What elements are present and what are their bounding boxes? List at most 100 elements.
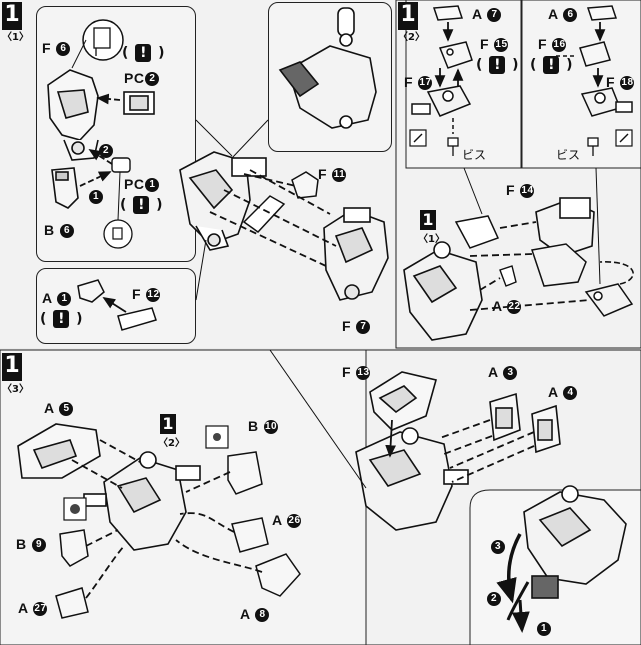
- part-b10-drawing: [227, 451, 263, 495]
- part-number-badge: 8: [255, 608, 270, 623]
- substep-label: 〈1〉: [2, 32, 29, 43]
- label-f6: F 6: [42, 40, 71, 57]
- part-blade-drawing: [242, 195, 286, 233]
- part-shoulder-right-drawing: [584, 283, 634, 317]
- label-f13: F 13: [342, 364, 371, 381]
- substep-label: 〈3〉: [2, 384, 29, 395]
- label-b9: B 9: [16, 536, 47, 553]
- torso-back-drawing: [355, 427, 469, 531]
- part-number-badge: 6: [60, 224, 75, 239]
- part-number-badge: 4: [563, 386, 578, 401]
- substep-label: 〈2〉: [398, 32, 425, 43]
- part-number-badge: 13: [356, 366, 371, 381]
- warning-icon: !: [135, 44, 152, 62]
- part-number-badge: 18: [620, 76, 635, 91]
- label-a4: A 4: [548, 384, 578, 401]
- part-f13-drawing: [369, 371, 437, 431]
- label-f11: F 11: [318, 166, 347, 183]
- part-a6-drawing: [586, 5, 618, 21]
- part-number-badge: 1: [145, 178, 160, 193]
- screw-label-left: ビス: [462, 148, 487, 162]
- part-number-badge: 10: [264, 420, 279, 435]
- part-number-badge: 5: [59, 402, 74, 417]
- step-number: 1: [2, 353, 22, 381]
- part-number-badge: 6: [56, 42, 71, 57]
- warning-icon: !: [489, 56, 506, 74]
- part-number-badge: 1: [57, 292, 72, 307]
- part-number-badge: 7: [487, 8, 502, 23]
- label-a7: A 7: [472, 6, 502, 23]
- part-a5-drawing: [17, 423, 101, 479]
- part-a3-drawing: [489, 392, 521, 442]
- label-b10: B 10: [248, 418, 279, 435]
- label-f14: F 14: [506, 182, 535, 199]
- part-number-badge: 27: [33, 602, 48, 617]
- final-assembly-drawing: [523, 485, 627, 599]
- part-a1-drawing: [77, 279, 105, 303]
- label-f17: F 17: [404, 74, 433, 91]
- part-number-badge: 15: [494, 38, 509, 53]
- screw-label-right: ビス: [556, 148, 581, 162]
- part-b9-drawing: [59, 529, 89, 567]
- part-a22-drawing: [499, 265, 517, 287]
- label-a8: A 8: [240, 606, 270, 623]
- part-number-badge: 6: [563, 8, 578, 23]
- part-a7-drawing: [432, 5, 464, 21]
- part-shoulder-left-drawing: [454, 215, 500, 249]
- step-number: 1: [2, 2, 22, 30]
- order-marker-1: 1: [536, 620, 551, 637]
- part-f12-drawing: [117, 307, 157, 331]
- inset-substep-label: 〈1〉: [418, 234, 445, 245]
- part-number-badge: 12: [146, 288, 161, 303]
- part-f17-drawing: [411, 85, 472, 117]
- part-number-badge: 16: [552, 38, 567, 53]
- hip-detail-drawing: [278, 7, 377, 129]
- label-a5: A 5: [44, 400, 74, 417]
- torso-front-drawing: [83, 451, 201, 551]
- screw-left-drawing: [447, 137, 459, 156]
- part-a4-drawing: [531, 404, 561, 454]
- warning-icon: !: [543, 56, 560, 74]
- label-f15: F 15: [480, 36, 509, 53]
- label-a27: A 27: [18, 600, 48, 617]
- part-b6-drawing: [51, 167, 79, 209]
- warning-notice: ( ! ): [476, 56, 519, 74]
- part-a26-drawing: [231, 517, 269, 553]
- part-back-drawing: [531, 243, 587, 287]
- label-a6: A 6: [548, 6, 578, 23]
- torso-assembly-drawing: [403, 241, 483, 341]
- part-a27-drawing: [55, 587, 89, 619]
- order-marker-1: 1: [88, 188, 103, 205]
- part-number-badge: 7: [356, 320, 371, 335]
- step-number: 1: [398, 2, 418, 30]
- warning-notice: ( ! ): [40, 310, 83, 328]
- order-marker-2: 2: [98, 142, 113, 159]
- inset-substep-label: 〈2〉: [158, 438, 185, 449]
- label-a26: A 26: [272, 512, 302, 529]
- part-a8-drawing: [255, 553, 301, 597]
- part-number-badge: 9: [32, 538, 47, 553]
- part-f15-drawing: [438, 41, 473, 69]
- label-f7: F 7: [342, 318, 371, 335]
- warning-notice: ( ! ): [530, 56, 573, 74]
- part-number-badge: 14: [520, 184, 535, 199]
- part-number-badge: 11: [332, 168, 347, 183]
- part-f11-drawing: [291, 171, 319, 199]
- part-f6-drawing: [47, 69, 99, 161]
- warning-notice: ( ! ): [122, 44, 165, 62]
- order-marker-2: 2: [486, 590, 501, 607]
- part-f18-drawing: [580, 87, 633, 117]
- screw-right-drawing: [587, 137, 599, 156]
- part-pc2-drawing: [123, 91, 155, 115]
- label-f12: F 12: [132, 286, 161, 303]
- label-b6: B 6: [44, 222, 75, 239]
- inset-step-number: 1: [160, 414, 176, 434]
- label-a3: A 3: [488, 364, 518, 381]
- label-f16: F 16: [538, 36, 567, 53]
- part-number-badge: 3: [503, 366, 518, 381]
- part-number-badge: 26: [287, 514, 302, 529]
